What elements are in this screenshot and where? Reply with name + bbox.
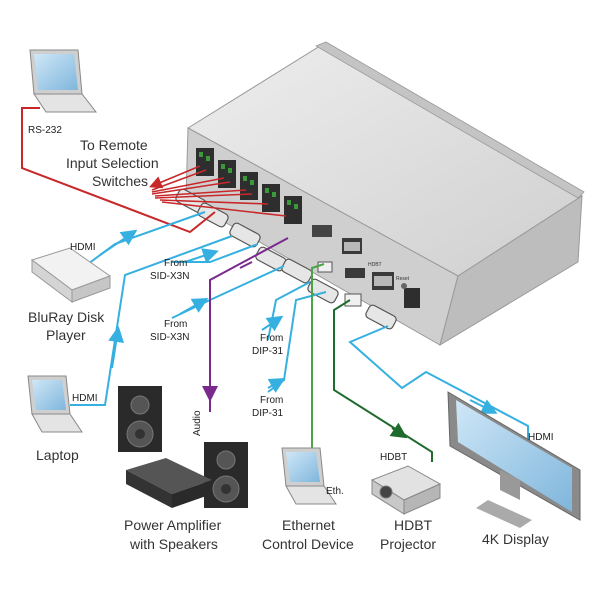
hdmi-cable-bluray — [87, 211, 206, 265]
device-ports — [312, 225, 420, 308]
from-sid1-line2: SID-X3N — [150, 271, 189, 282]
bluray-label-line1: BluRay Disk — [28, 309, 105, 325]
bluray-player — [30, 247, 112, 303]
remote-switch-wires — [149, 165, 287, 217]
rs232-cable — [21, 107, 216, 234]
ethernet-device-label-line1: Ethernet — [282, 517, 335, 533]
from-sid2-line2: SID-X3N — [150, 332, 189, 343]
hdbt-projector — [370, 465, 442, 515]
eth-connector — [317, 261, 333, 273]
hdmi-laptop — [27, 375, 83, 433]
ethernet-cable — [311, 263, 325, 490]
switcher-device: HDBT Reset — [175, 41, 585, 347]
hdbt-connector — [344, 293, 362, 307]
hdmi-display-label: HDMI — [528, 432, 554, 443]
projector-label-line2: Projector — [380, 536, 436, 552]
remote-switch-label-line1: To Remote — [80, 137, 148, 153]
ethernet-control-laptop — [281, 447, 337, 505]
ethernet-device-label-line2: Control Device — [262, 536, 354, 552]
laptop-label: Laptop — [36, 447, 79, 463]
reset-label: Reset — [396, 276, 410, 282]
hdmi-connectors — [175, 188, 397, 330]
from-dip2-line2: DIP-31 — [252, 408, 284, 419]
from-dip1-line2: DIP-31 — [252, 346, 284, 357]
from-sid1-line1: From — [164, 258, 187, 269]
amplifier-label-line1: Power Amplifier — [124, 517, 222, 533]
right-speaker — [204, 442, 248, 508]
audio-cable — [209, 237, 289, 412]
4k-display — [447, 391, 581, 528]
display-label: 4K Display — [482, 531, 549, 547]
hdmi-laptop-label: HDMI — [72, 393, 98, 404]
projector-label-line1: HDBT — [394, 517, 433, 533]
terminal-blocks — [196, 148, 302, 224]
amplifier-label-line2: with Speakers — [129, 536, 218, 552]
left-speaker — [118, 386, 162, 452]
bluray-label-line2: Player — [46, 327, 86, 343]
remote-switch-label-line2: Input Selection — [66, 155, 159, 171]
eth-label: Eth. — [326, 486, 344, 497]
remote-switch-label-line3: Switches — [92, 173, 148, 189]
hdmi-cable-display — [348, 325, 529, 458]
power-amplifier — [126, 458, 212, 508]
hdmi-bluray-label: HDMI — [70, 242, 96, 253]
from-dip2-line1: From — [260, 395, 283, 406]
hdbt-port-label: HDBT — [368, 262, 382, 268]
from-sid2-line1: From — [164, 319, 187, 330]
rs232-laptop — [29, 49, 98, 113]
dip-cable-1 — [267, 281, 311, 341]
rs232-label: RS-232 — [28, 125, 62, 136]
audio-label: Audio — [192, 410, 203, 436]
from-dip1-line1: From — [260, 333, 283, 344]
hdbt-cable-label: HDBT — [380, 452, 407, 463]
hdbt-cable — [333, 299, 433, 462]
